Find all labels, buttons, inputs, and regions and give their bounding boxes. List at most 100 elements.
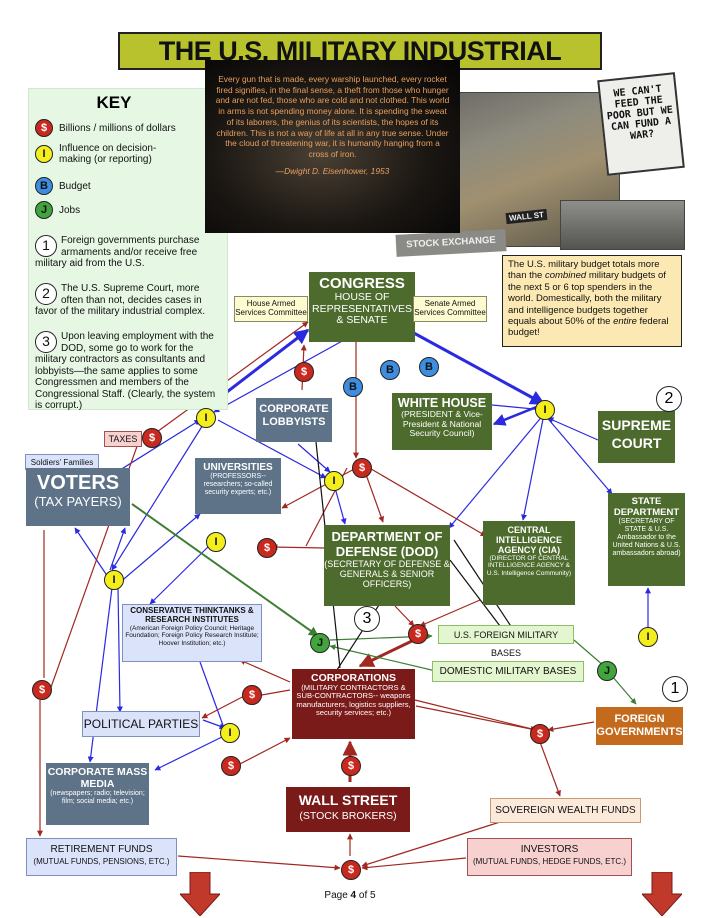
page-number: Page 4 of 5 [300, 890, 400, 906]
sovereign-wealth-funds-node: SOVEREIGN WEALTH FUNDS [490, 798, 641, 823]
node-title: INVESTORS [520, 844, 579, 855]
node-title: WHITE HOUSE [397, 396, 487, 410]
dollar-icon: $ [341, 756, 361, 776]
influence-icon: I [220, 723, 240, 743]
node-title: CORPORATIONS [311, 672, 396, 684]
taxes-node: TAXES [104, 431, 142, 447]
house-armed-services-node: House Armed Services Committee [234, 296, 308, 322]
influence-icon: I [638, 627, 658, 647]
node-subtitle: (MUTUAL FUNDS, HEDGE FUNDS, ETC.) [472, 857, 627, 866]
jobs-icon: J [597, 661, 617, 681]
key-label: Jobs [59, 204, 81, 216]
note-number: 1 [35, 235, 57, 257]
node-title: CORPORATE MASS MEDIA [47, 766, 148, 790]
wall-st-sign: WALL ST [505, 208, 548, 225]
note-1-callout: 1 [662, 676, 688, 702]
note-text: The U.S. Supreme Court, more often than … [35, 283, 206, 317]
note-2-callout: 2 [656, 386, 682, 412]
node-title: UNIVERSITIES [203, 462, 273, 473]
jobs-icon: J [310, 633, 330, 653]
key-panel: KEY $ Billions / millions of dollars I I… [28, 88, 228, 412]
node-subtitle: (PROFESSORS-- researchers; so-called sec… [203, 473, 273, 496]
dollar-icon: $ [257, 538, 277, 558]
quote-text: Every gun that is made, every warship la… [215, 74, 450, 159]
previous-page-arrow-icon[interactable] [180, 872, 220, 916]
node-subtitle: (MILITARY CONTRACTORS & SUB-CONTRACTORS-… [296, 683, 411, 718]
node-subtitle: (SECRETARY OF STATE & U.S. Ambassador to… [612, 518, 681, 557]
eisenhower-quote: Every gun that is made, every warship la… [205, 60, 460, 233]
white-house-node: WHITE HOUSE (PRESIDENT & Vice-President … [392, 393, 492, 450]
budget-note-emphasis: entire [613, 316, 637, 328]
key-row-jobs: J Jobs [35, 201, 80, 219]
note-number: 3 [35, 331, 57, 353]
key-note: 2 The U.S. Supreme Court, more often tha… [35, 283, 221, 318]
jobs-icon: J [35, 201, 53, 219]
key-note: 3 Upon leaving employment with the DOD, … [35, 331, 225, 412]
universities-node: UNIVERSITIES (PROFESSORS-- researchers; … [195, 458, 281, 514]
tank-photo [560, 200, 685, 250]
congress-node: CONGRESS HOUSE OF REPRESENTATIVES & SENA… [309, 272, 415, 342]
budget-note-text: military budgets of the next 5 or 6 top … [508, 270, 666, 328]
node-subtitle: HOUSE OF REPRESENTATIVES & SENATE [312, 291, 412, 326]
node-title: CONSERVATIVE THINKTANKS & RESEARCH INSTI… [130, 606, 254, 624]
node-title: CENTRAL INTELLIGENCE AGENCY (CIA) [495, 525, 562, 555]
key-row-dollar: $ Billions / millions of dollars [35, 119, 176, 137]
next-page-arrow-icon[interactable] [642, 872, 682, 916]
key-row-influence: I Influence on decision-making (or repor… [35, 143, 185, 165]
node-title: RETIREMENT FUNDS [50, 844, 153, 855]
key-row-budget: B Budget [35, 177, 91, 195]
budget-note-text: The U.S. military budget totals more tha… [508, 259, 660, 282]
influence-icon: I [535, 400, 555, 420]
think-tanks-node: CONSERVATIVE THINKTANKS & RESEARCH INSTI… [122, 604, 262, 662]
influence-icon: I [35, 145, 53, 163]
note-3-callout: 3 [354, 606, 380, 632]
budget-icon: B [343, 377, 363, 397]
foreign-military-bases-node: U.S. FOREIGN MILITARY BASES [438, 625, 574, 658]
dollar-icon: $ [32, 680, 52, 700]
node-subtitle: (newspapers; radio; television; film; so… [50, 790, 145, 805]
node-subtitle: (DIRECTOR OF CENTRAL INTELLIGENCE AGENCY… [486, 555, 572, 577]
node-subtitle: (STOCK BROKERS) [299, 810, 397, 822]
dollar-icon: $ [294, 362, 314, 382]
retirement-funds-node: RETIREMENT FUNDS (MUTUAL FUNDS, PENSIONS… [26, 838, 177, 876]
node-subtitle: (TAX PAYERS) [34, 494, 122, 509]
node-title: WALL STREET [298, 792, 398, 808]
dollar-icon: $ [142, 428, 162, 448]
influence-icon: I [206, 532, 226, 552]
node-subtitle: (American Foreign Policy Council; Herita… [125, 624, 259, 647]
node-title: STATE DEPARTMENT [613, 496, 680, 518]
node-title: DEPARTMENT OF DEFENSE (DOD) [331, 529, 443, 559]
influence-icon: I [104, 570, 124, 590]
dollar-icon: $ [341, 860, 361, 880]
note-number: 2 [35, 283, 57, 305]
key-label: Influence on decision-making (or reporti… [59, 143, 157, 165]
node-title: CONGRESS [319, 275, 405, 292]
key-label: Budget [59, 180, 91, 192]
page-prefix: Page [324, 890, 351, 901]
dollar-icon: $ [352, 458, 372, 478]
key-label: Billions / millions of dollars [59, 122, 176, 134]
foreign-governments-node: FOREIGN GOVERNMENTS [596, 707, 683, 745]
note-text: Foreign governments purchase armaments a… [35, 235, 200, 269]
key-heading: KEY [96, 93, 132, 112]
dollar-icon: $ [35, 119, 53, 137]
note-text: Upon leaving employment with the DOD, so… [35, 331, 216, 411]
page-suffix: of 5 [356, 890, 376, 901]
key-note: 1 Foreign governments purchase armaments… [35, 235, 215, 270]
node-subtitle: (PRESIDENT & Vice-President & National S… [401, 409, 483, 438]
cia-node: CENTRAL INTELLIGENCE AGENCY (CIA) (DIREC… [483, 521, 575, 605]
node-title: VOTERS [36, 472, 120, 494]
corporations-node: CORPORATIONS (MILITARY CONTRACTORS & SUB… [292, 669, 415, 739]
budget-note-emphasis: combined [544, 270, 587, 282]
political-parties-node: POLITICAL PARTIES [82, 711, 200, 737]
dollar-icon: $ [221, 756, 241, 776]
influence-icon: I [196, 408, 216, 428]
dollar-icon: $ [408, 624, 428, 644]
senate-armed-services-node: Senate Armed Services Committee [413, 296, 487, 322]
dod-node: DEPARTMENT OF DEFENSE (DOD) (SECRETARY O… [324, 525, 450, 606]
corporate-media-node: CORPORATE MASS MEDIA (newspapers; radio;… [46, 763, 149, 825]
domestic-military-bases-node: DOMESTIC MILITARY BASES [432, 661, 584, 682]
influence-icon: I [324, 471, 344, 491]
supreme-court-node: SUPREME COURT [598, 411, 675, 463]
dollar-icon: $ [530, 724, 550, 744]
